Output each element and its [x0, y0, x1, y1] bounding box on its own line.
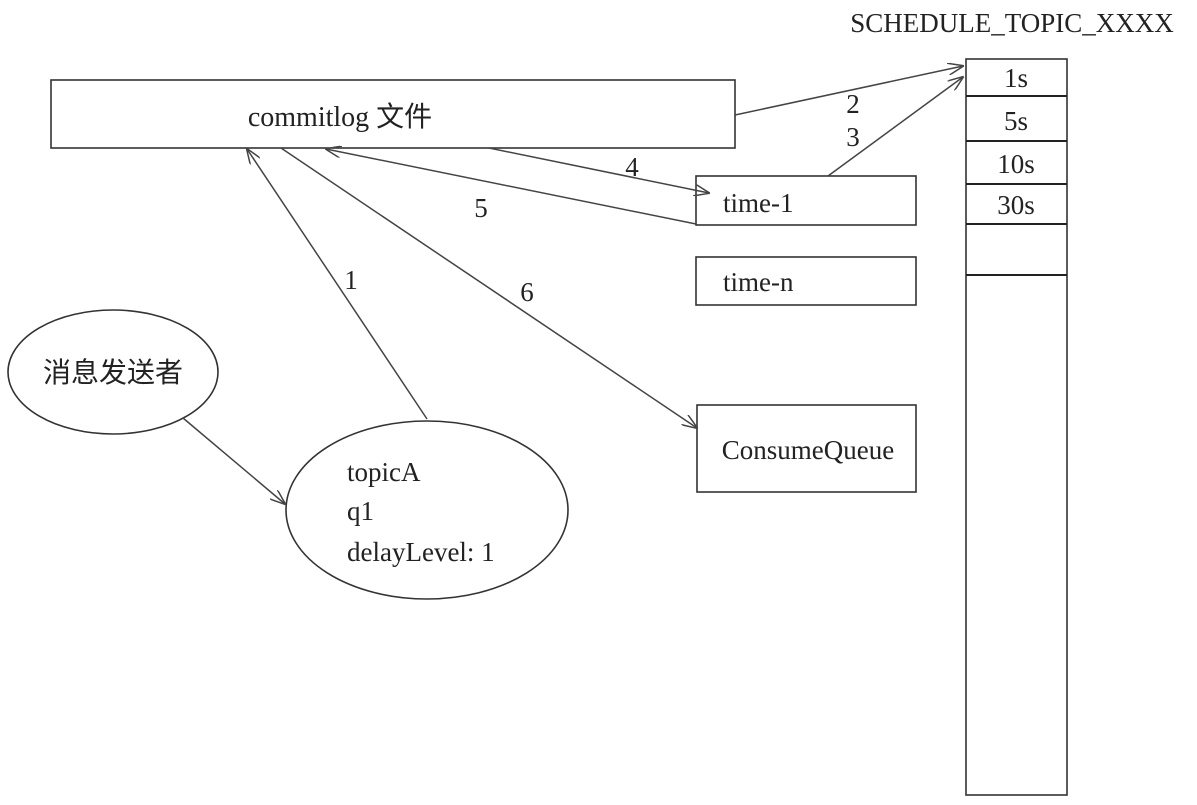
step-5-arrow: [326, 149, 697, 225]
step-3-arrow: [827, 77, 963, 177]
message-topic-label: topicA: [347, 457, 421, 487]
sender-to-message-arrow: [182, 417, 285, 504]
consume-queue-label: ConsumeQueue: [722, 435, 894, 465]
step-6-arrow: [280, 147, 697, 428]
commitlog-label: commitlog 文件: [248, 101, 432, 133]
time-1-label: time-1: [723, 188, 793, 218]
step-1-arrow: [247, 149, 428, 420]
consume-queue-box: [696, 404, 917, 493]
message-queue-label: q1: [347, 496, 374, 526]
schedule-topic-title: SCHEDULE_TOPIC_XXXX: [850, 8, 1174, 38]
message-delay-level-label: delayLevel: 1: [347, 537, 495, 567]
step-2-label: 2: [846, 89, 860, 119]
step-1-label: 1: [344, 265, 358, 295]
sender-node: [7, 309, 219, 435]
message-node: [285, 420, 569, 600]
step-4-label: 4: [625, 152, 639, 182]
level-cell-30s: 30s: [997, 190, 1035, 220]
time-n-box: [695, 256, 917, 306]
time-1-box: [695, 175, 917, 226]
schedule-topic-column: [965, 58, 1068, 796]
step-6-label: 6: [520, 277, 534, 307]
sender-label: 消息发送者: [43, 357, 183, 389]
level-cell-10s: 10s: [997, 149, 1035, 179]
step-2-arrow: [734, 66, 963, 116]
step-5-label: 5: [474, 193, 488, 223]
level-cell-1s: 1s: [1004, 63, 1028, 93]
level-cell-5s: 5s: [1004, 106, 1028, 136]
step-3-label: 3: [846, 122, 860, 152]
step-4-arrow: [488, 147, 709, 193]
time-n-label: time-n: [723, 267, 794, 297]
commitlog-box: [50, 79, 736, 149]
